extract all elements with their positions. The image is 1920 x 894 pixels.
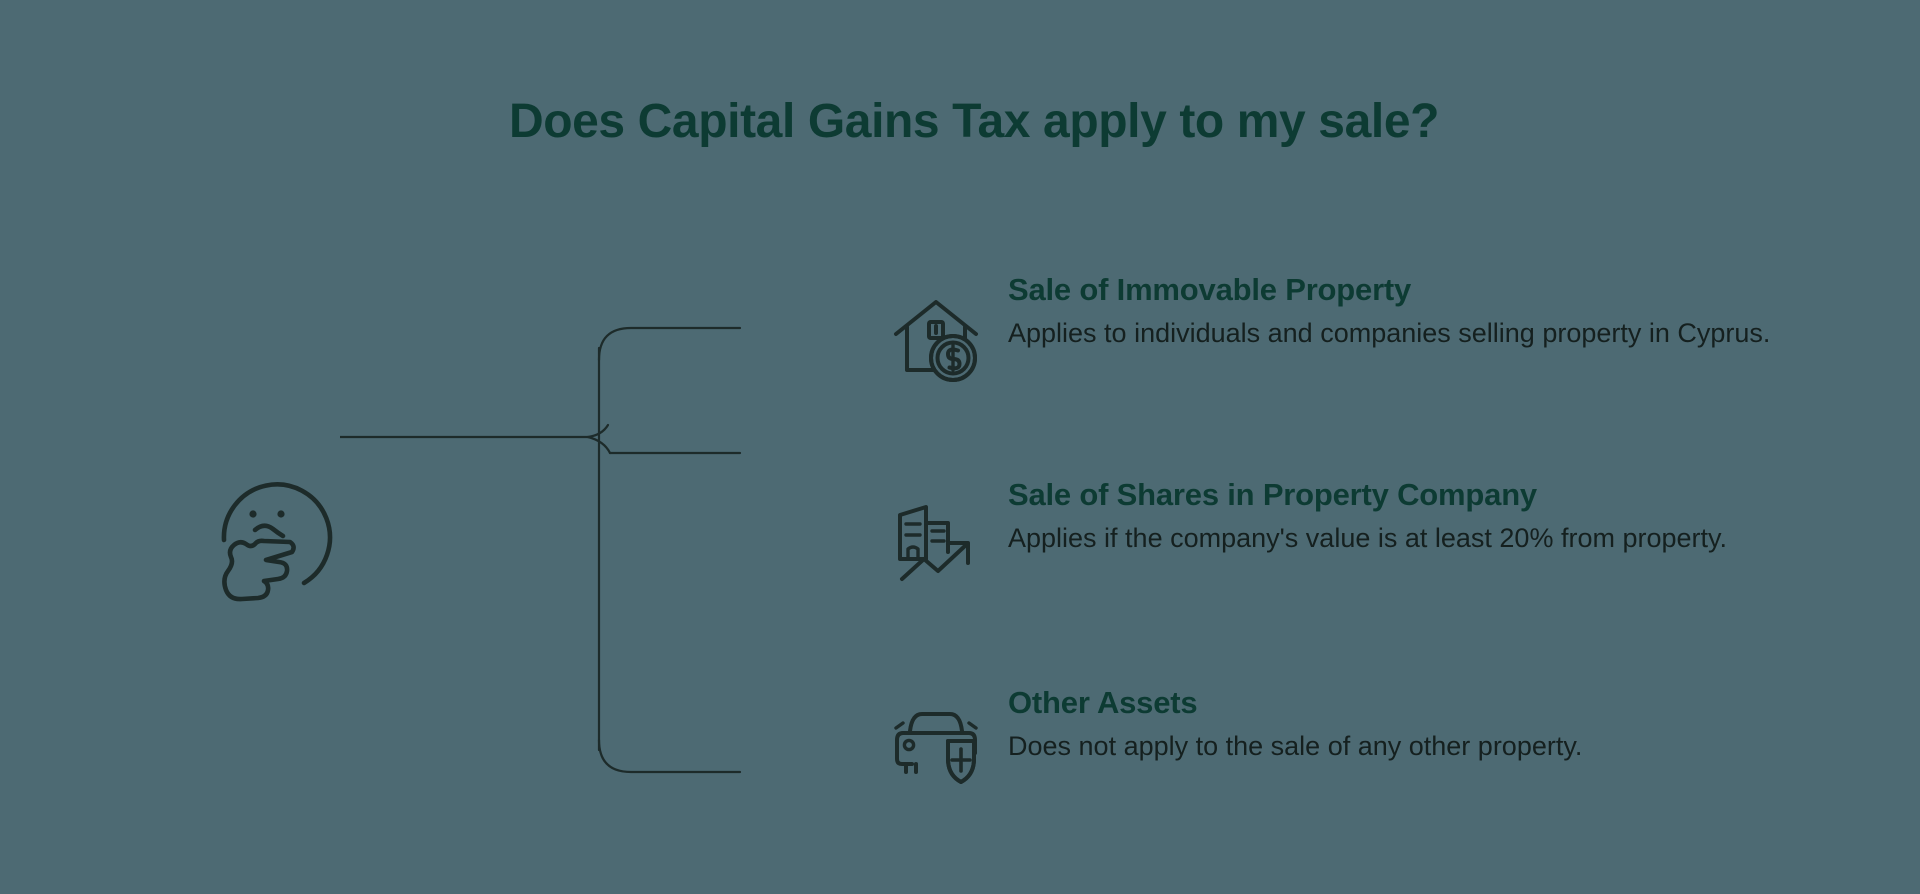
thinking-face-icon <box>208 462 348 612</box>
branch-body: Does not apply to the sale of any other … <box>1008 730 1583 761</box>
branch-heading: Other Assets <box>1008 685 1198 720</box>
branch-heading: Sale of Immovable Property <box>1008 272 1412 307</box>
page-title: Does Capital Gains Tax apply to my sale? <box>508 95 1440 148</box>
branch-text-block: Sale of Shares in Property Company Appli… <box>1008 477 1898 556</box>
branch-text-block: Sale of Immovable Property Applies to in… <box>1008 272 1898 351</box>
branch-heading: Sale of Shares in Property Company <box>1008 477 1537 512</box>
branch-connector-lines <box>338 320 980 780</box>
branch-body: Applies to individuals and companies sel… <box>1008 317 1771 348</box>
house-with-dollar-coin-icon <box>890 294 982 386</box>
buildings-with-growth-arrow-icon <box>890 497 982 589</box>
branch-text-block: Other Assets Does not apply to the sale … <box>1008 685 1898 764</box>
car-with-shield-plus-icon <box>890 697 982 789</box>
branch-body: Applies if the company's value is at lea… <box>1008 522 1727 553</box>
